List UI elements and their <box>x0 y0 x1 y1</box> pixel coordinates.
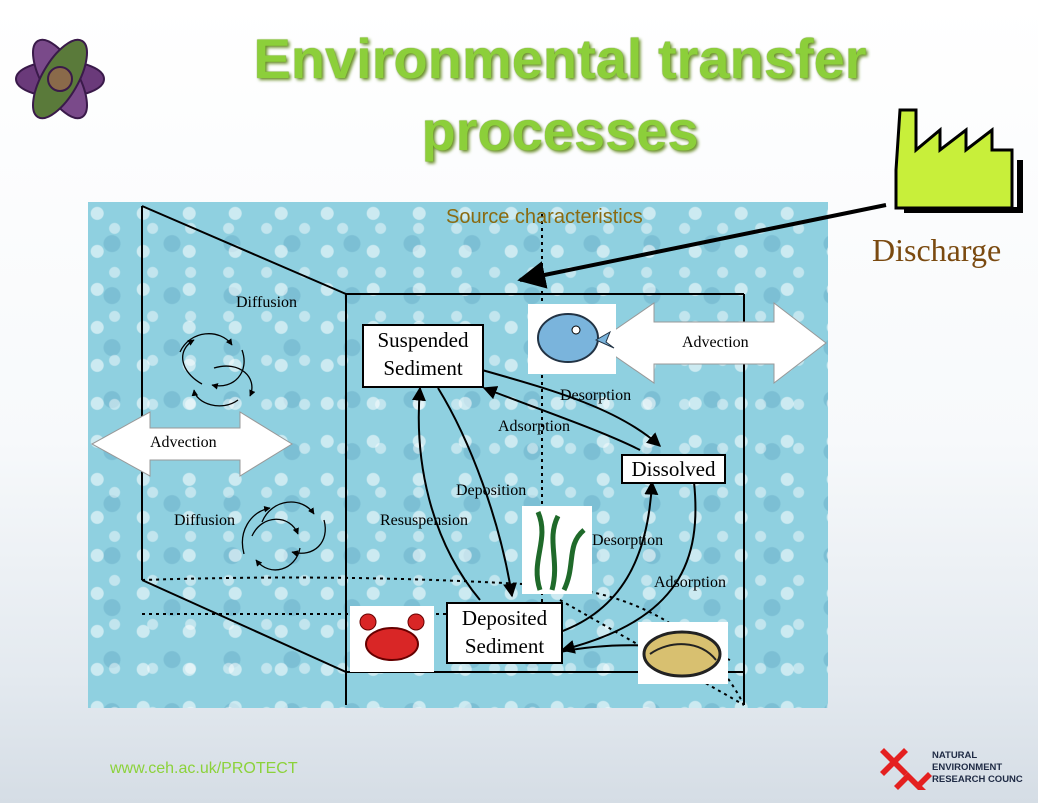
source-characteristics-label: Source characteristics <box>446 206 643 228</box>
deposited-line1: Deposited <box>461 606 548 630</box>
diffusion-bottom-label: Diffusion <box>174 512 236 529</box>
deposition-label: Deposition <box>456 482 527 499</box>
org-line1: NATURAL <box>932 750 978 761</box>
suspended-sediment-box: Suspended Sediment <box>362 324 484 388</box>
org-line3: RESEARCH COUNC <box>932 774 1023 785</box>
deposited-line2: Sediment <box>464 634 545 658</box>
discharge-label: Discharge <box>872 232 1002 268</box>
advection-left-label: Advection <box>150 434 217 451</box>
adsorption-top-label: Adsorption <box>498 418 570 435</box>
org-line2: ENVIRONMENT <box>932 762 1003 773</box>
adsorption-bottom-label: Adsorption <box>654 574 726 591</box>
pufferfish-icon <box>528 304 616 374</box>
mussel-icon <box>638 622 728 684</box>
nerc-logo-icon <box>880 748 932 790</box>
factory-icon <box>894 108 1023 213</box>
suspended-line2: Sediment <box>383 356 463 380</box>
resuspension-label: Resuspension <box>380 512 468 529</box>
protect-logo <box>15 38 105 120</box>
desorption-top-label: Desorption <box>560 387 632 404</box>
page-title-line1: Environmental transfer <box>253 27 867 90</box>
suspended-line1: Suspended <box>377 328 469 352</box>
footer-url[interactable]: www.ceh.ac.uk/PROTECT <box>110 760 298 777</box>
diffusion-top-label: Diffusion <box>236 294 298 311</box>
seaweed-icon <box>522 506 592 594</box>
advection-right-label: Advection <box>682 334 749 351</box>
nerc-logo-text: NATURAL ENVIRONMENT RESEARCH COUNC <box>932 750 1023 786</box>
deposited-sediment-box: Deposited Sediment <box>446 602 563 664</box>
page-title-line2: processes <box>421 99 699 162</box>
desorption-bottom-label: Desorption <box>592 532 664 549</box>
dissolved-box: Dissolved <box>621 454 726 484</box>
crab-icon <box>350 606 434 672</box>
